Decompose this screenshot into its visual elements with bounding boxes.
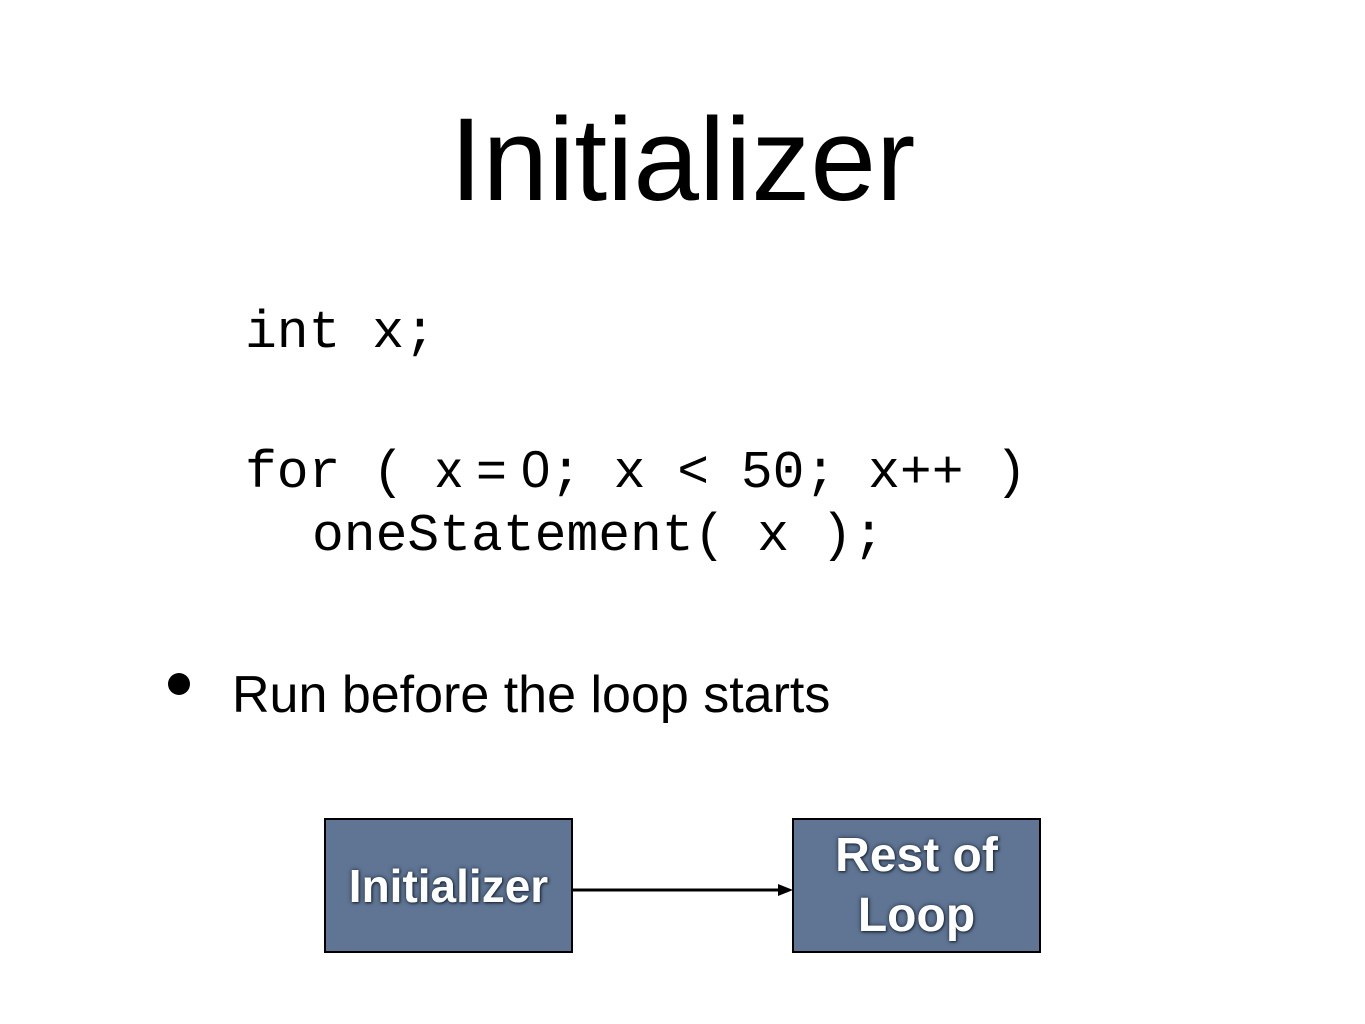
initializer-box-label: Initializer: [348, 859, 549, 912]
initializer-box: Initializer: [324, 818, 573, 953]
flow-arrow: [573, 884, 793, 896]
flow-arrow-head: [778, 884, 793, 896]
bullet-item: Run before the loop starts: [168, 660, 830, 730]
bullet-text: Run before the loop starts: [232, 666, 831, 724]
rest-of-loop-label-line-1: Rest of: [835, 828, 998, 882]
code-line-declaration: int x;: [245, 303, 436, 363]
code-line-for-header: for ( x = 0; x < 50; x++ ): [245, 440, 1027, 503]
rest-of-loop-box-label: Rest of Loop: [794, 826, 1039, 946]
slide-title: Initializer: [449, 94, 916, 226]
code-for-condition-increment: ; x < 50; x++ ): [550, 443, 1028, 503]
code-for-keyword: for (: [245, 443, 436, 503]
code-initializer-expression: x = 0: [435, 441, 551, 499]
bullet-dot-icon: [168, 673, 190, 695]
rest-of-loop-label-line-2: Loop: [857, 888, 976, 942]
rest-of-loop-box: Rest of Loop: [792, 818, 1041, 953]
code-line-body: oneStatement( x );: [312, 506, 885, 566]
